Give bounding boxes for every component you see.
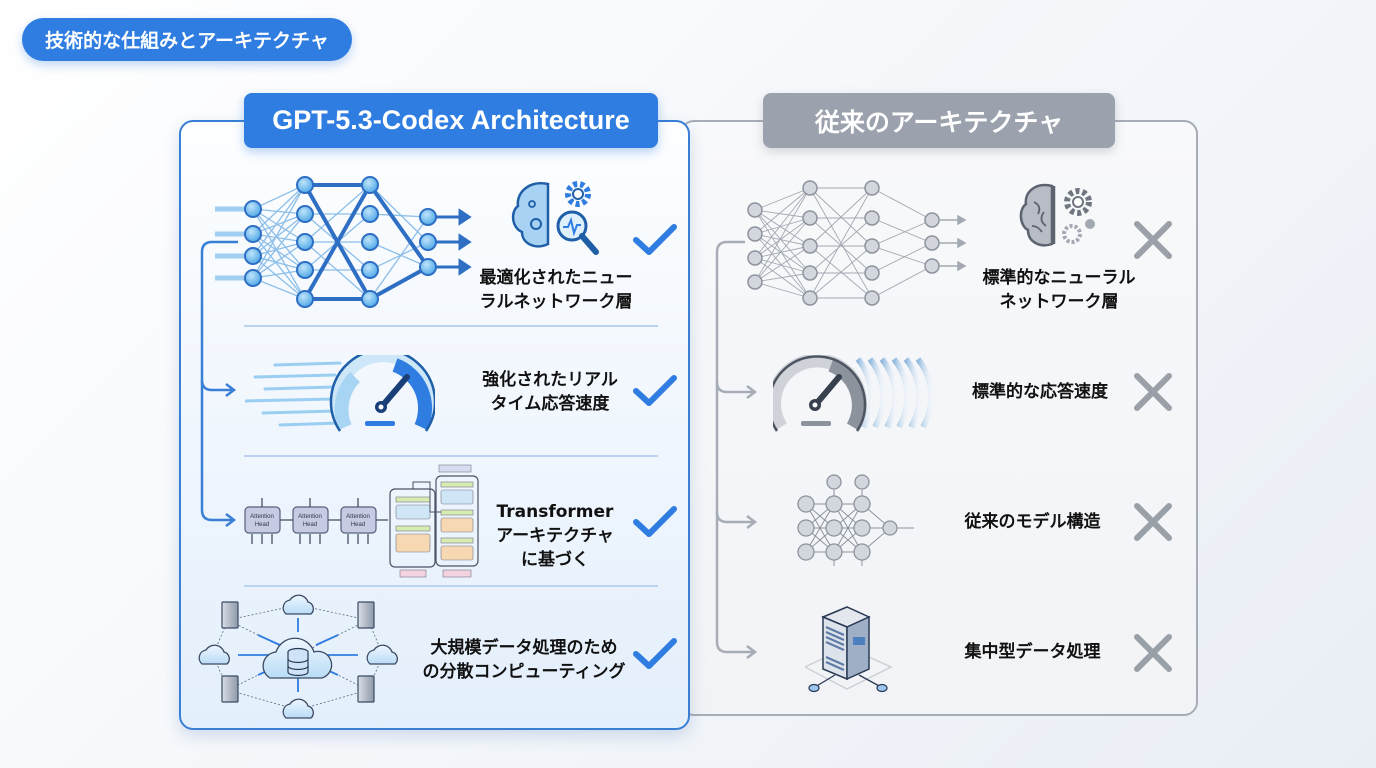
left-connector-lines [200, 240, 238, 527]
cross-icon [1134, 221, 1172, 259]
speedometer-icon [773, 355, 935, 432]
codex-item-4-label: 大規模データ処理のため の分散コンピューティング [422, 638, 626, 682]
section-pill: 技術的な仕組みとアーキテクチャ [22, 18, 352, 61]
traditional-item-4-label: 集中型データ処理 [964, 642, 1101, 662]
brain-gears-icon [1019, 183, 1095, 247]
cross-icon [1134, 503, 1172, 541]
model-graph-icon [797, 474, 914, 566]
codex-item-2-label: 強化されたリアル タイム応答速度 [482, 370, 618, 414]
checkmark-icon [633, 638, 677, 669]
codex-item-1-label: 最適化されたニュー ラルネットワーク層 [479, 268, 633, 312]
codex-item-3-label: Transformer アーキテクチャ に基づく [496, 502, 614, 570]
svg-text:Head: Head [303, 522, 317, 528]
neural-network-icon [747, 180, 967, 306]
cross-icon [1134, 634, 1172, 672]
right-connector-lines [715, 240, 758, 659]
distributed-cloud-network-icon [198, 594, 398, 719]
cross-icon [1134, 373, 1172, 411]
neural-network-icon [215, 176, 472, 308]
traditional-item-3-label: 従来のモデル構造 [964, 512, 1101, 532]
fast-speedometer-icon [245, 355, 435, 432]
svg-text:Attention: Attention [250, 514, 274, 520]
svg-text:Head: Head [351, 522, 365, 528]
svg-text:Attention: Attention [298, 514, 322, 520]
traditional-item-1-label: 標準的なニューラル ネットワーク層 [982, 268, 1136, 312]
divider [244, 585, 658, 587]
brain-gear-magnifier-icon [511, 181, 599, 255]
traditional-panel-title: 従来のアーキテクチャ [763, 93, 1115, 148]
checkmark-icon [633, 506, 677, 537]
checkmark-icon [633, 375, 677, 406]
svg-text:Head: Head [255, 522, 269, 528]
divider [244, 455, 658, 457]
divider [244, 325, 658, 327]
server-icon [805, 606, 893, 693]
svg-text:Attention: Attention [346, 514, 370, 520]
codex-panel-title: GPT-5.3-Codex Architecture [244, 93, 658, 148]
checkmark-icon [633, 224, 677, 255]
traditional-item-2-label: 標準的な応答速度 [972, 382, 1108, 402]
